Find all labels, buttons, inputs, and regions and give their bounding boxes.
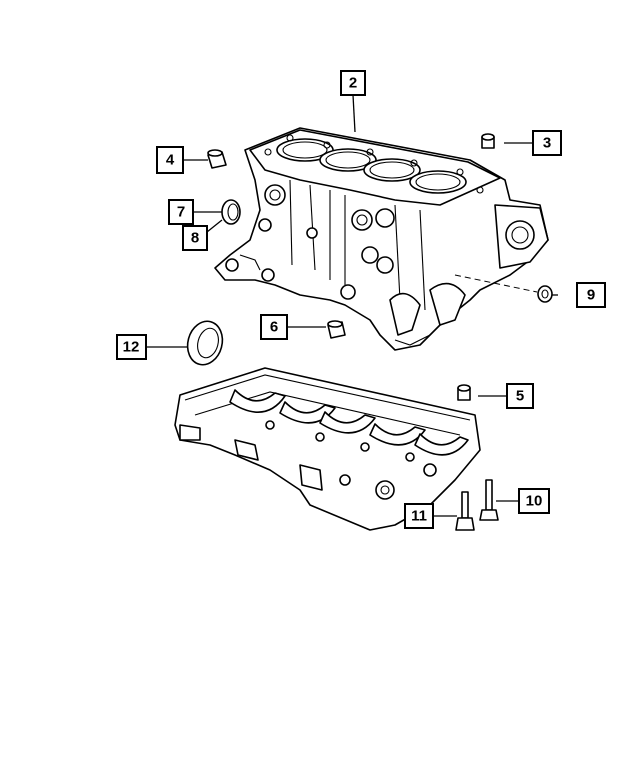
callout-4: 4 xyxy=(156,146,184,174)
leader-lines xyxy=(146,94,558,517)
seal-ring xyxy=(221,199,241,225)
callout-2: 2 xyxy=(340,70,366,96)
callout-11: 11 xyxy=(404,503,434,529)
callout-10: 10 xyxy=(518,488,550,514)
dowel-pin-bedplate xyxy=(457,384,471,401)
bedplate-bolt-long xyxy=(479,479,499,521)
cylinder-block xyxy=(214,127,549,351)
callout-label: 9 xyxy=(587,287,595,304)
oil-gallery-plug xyxy=(327,320,346,339)
dowel-pin-side xyxy=(207,149,227,169)
callout-label: 12 xyxy=(123,339,140,356)
dowel-pin-upper xyxy=(481,133,495,149)
callout-9: 9 xyxy=(576,282,606,308)
callout-3: 3 xyxy=(532,130,562,156)
callout-label: 10 xyxy=(526,493,543,510)
callout-label: 7 xyxy=(177,204,185,221)
callout-6: 6 xyxy=(260,314,288,340)
callout-8: 8 xyxy=(182,225,208,251)
callout-5: 5 xyxy=(506,383,534,409)
callout-label: 5 xyxy=(516,388,524,405)
callout-label: 3 xyxy=(543,135,551,152)
callout-label: 4 xyxy=(166,152,175,169)
expansion-plug xyxy=(454,274,553,303)
bedplate xyxy=(174,367,481,531)
callout-label: 2 xyxy=(349,75,357,92)
rear-main-seal xyxy=(186,320,224,366)
callout-7: 7 xyxy=(168,199,194,225)
callout-label: 6 xyxy=(270,319,278,336)
bedplate-bolt-short xyxy=(455,491,475,531)
callout-label: 11 xyxy=(411,508,427,525)
callout-12: 12 xyxy=(116,334,147,360)
callout-label: 8 xyxy=(191,230,199,247)
